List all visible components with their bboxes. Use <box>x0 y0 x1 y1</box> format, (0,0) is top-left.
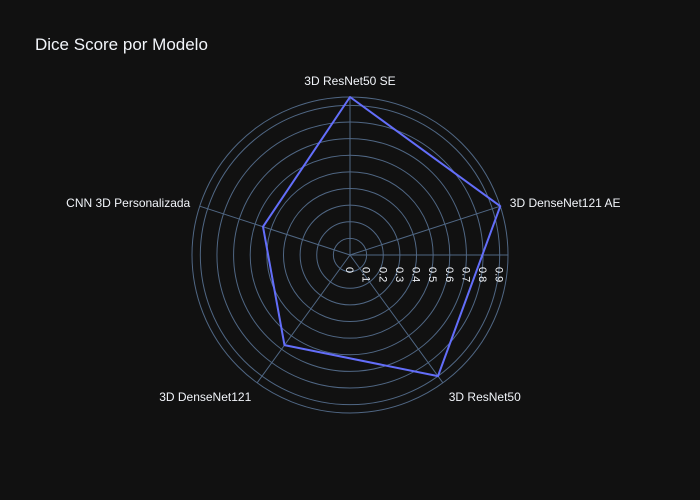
radial-tick-label: 0.1 <box>360 267 372 282</box>
radial-tick-label: 0.3 <box>393 267 405 282</box>
radial-tick-label: 0.8 <box>476 267 488 282</box>
category-label: 3D ResNet50 SE <box>304 74 395 88</box>
radial-tick-label: 0.6 <box>443 267 455 282</box>
radial-tick-labels: 0 0.1 0.2 0.3 0.4 0.5 0.6 0.7 0.8 0.9 <box>343 267 505 282</box>
radial-tick-label: 0.7 <box>459 267 471 282</box>
radial-tick-label: 0.5 <box>426 267 438 282</box>
category-label: 3D ResNet50 <box>449 390 521 404</box>
category-label: CNN 3D Personalizada <box>66 196 190 210</box>
spoke-line <box>199 205 351 256</box>
spoke-line <box>349 205 501 256</box>
radial-tick-label: 0.9 <box>493 267 505 282</box>
radial-tick-label: 0.4 <box>410 267 422 282</box>
spoke-line <box>256 254 351 384</box>
series-polygon <box>262 96 502 378</box>
radial-tick-label: 0.2 <box>376 267 388 282</box>
radar-spokes <box>199 97 508 384</box>
radial-tick-label: 0 <box>343 267 355 273</box>
category-label: 3D DenseNet121 AE <box>510 196 621 210</box>
chart-title: Dice Score por Modelo <box>35 35 208 54</box>
category-label: 3D DenseNet121 <box>159 390 251 404</box>
category-labels: 3D ResNet50 SE 3D DenseNet121 AE 3D ResNet… <box>66 74 620 404</box>
series-group <box>262 96 502 378</box>
spoke-line <box>349 254 444 384</box>
